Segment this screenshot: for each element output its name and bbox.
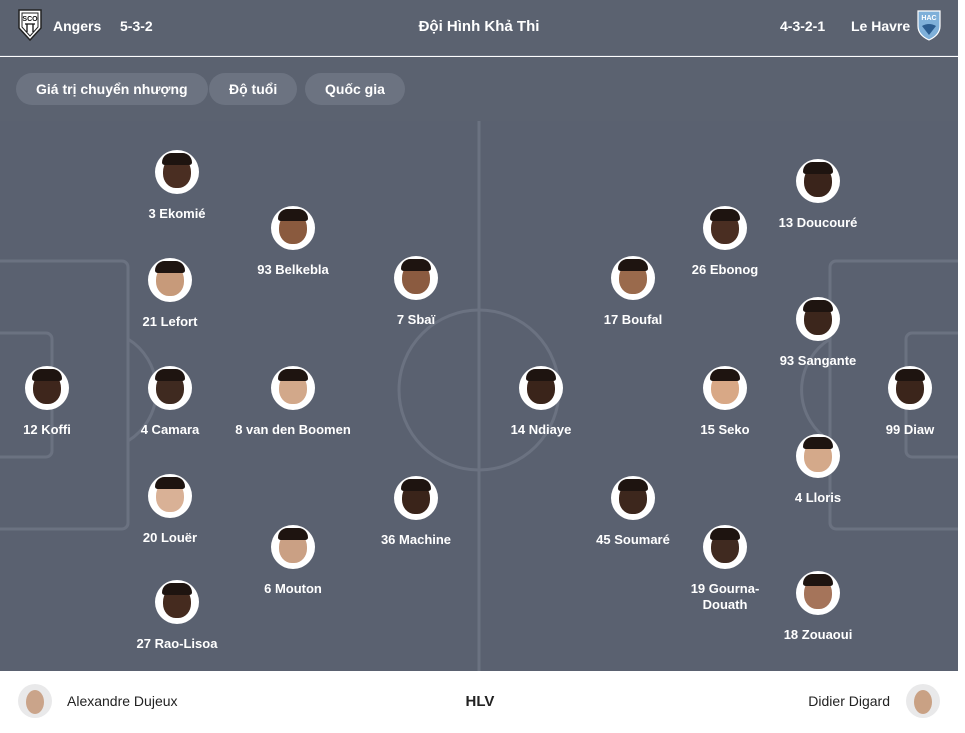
player-name[interactable]: 18 Zouaoui: [783, 627, 853, 642]
player-avatar[interactable]: [611, 256, 655, 300]
coaches-footer: Alexandre Dujeux HLV Didier Digard: [0, 671, 958, 733]
away-formation: 4-3-2-1: [780, 18, 826, 34]
le-havre-crest-icon: HAC: [915, 8, 943, 42]
player-name[interactable]: 26 Ebonog: [691, 262, 759, 277]
player-name[interactable]: 36 Machine: [380, 532, 452, 547]
player-avatar[interactable]: [148, 366, 192, 410]
filter-bar: Giá trị chuyển nhượng Độ tuổi Quốc gia: [0, 57, 958, 121]
home-player-6[interactable]: 4 Camara: [90, 366, 250, 446]
player-avatar[interactable]: [703, 366, 747, 410]
away-player-8[interactable]: 4 Lloris: [738, 434, 898, 514]
player-avatar[interactable]: [888, 366, 932, 410]
player-avatar[interactable]: [271, 366, 315, 410]
lineup-header: SCO Angers 5-3-2 Đội Hình Khả Thi 4-3-2-…: [0, 0, 958, 56]
away-player-10[interactable]: 19 Gourna-Douath: [645, 525, 805, 612]
home-player-11[interactable]: 27 Rao-Lisoa: [97, 580, 257, 660]
player-avatar[interactable]: [796, 434, 840, 478]
player-avatar[interactable]: [519, 366, 563, 410]
away-team-name[interactable]: Le Havre: [851, 18, 911, 34]
home-player-2[interactable]: 93 Belkebla: [213, 206, 373, 286]
player-name[interactable]: 17 Boufal: [603, 312, 663, 327]
pitch: 3 Ekomié 93 Belkebla 21 Lefort 7 Sbaï 12 Kof…: [0, 121, 958, 671]
player-avatar[interactable]: [155, 150, 199, 194]
player-name[interactable]: 45 Soumaré: [596, 532, 670, 547]
coach-label: HLV: [465, 693, 495, 710]
player-avatar[interactable]: [148, 474, 192, 518]
filter-market-value-button[interactable]: Giá trị chuyển nhượng: [16, 73, 208, 105]
player-avatar[interactable]: [703, 525, 747, 569]
player-name[interactable]: 8 van den Boomen: [235, 422, 351, 437]
home-player-3[interactable]: 21 Lefort: [90, 258, 250, 338]
player-avatar[interactable]: [796, 571, 840, 615]
filter-nationality-button[interactable]: Quốc gia: [305, 73, 405, 105]
away-coach-avatar[interactable]: [906, 684, 940, 718]
player-name[interactable]: 93 Sangante: [779, 353, 857, 368]
away-player-9[interactable]: 45 Soumaré: [553, 476, 713, 556]
player-avatar[interactable]: [394, 256, 438, 300]
home-player-4[interactable]: 7 Sbaï: [336, 256, 496, 336]
home-formation: 5-3-2: [120, 18, 153, 34]
player-name[interactable]: 27 Rao-Lisoa: [136, 636, 218, 651]
home-team-name[interactable]: Angers: [53, 18, 102, 34]
player-name[interactable]: 7 Sbaï: [396, 312, 436, 327]
player-name[interactable]: 15 Seko: [700, 422, 750, 437]
home-player-7[interactable]: 8 van den Boomen: [213, 366, 373, 446]
home-player-1[interactable]: 3 Ekomié: [97, 150, 257, 230]
player-name[interactable]: 19 Gourna-Douath: [690, 581, 760, 612]
player-avatar[interactable]: [271, 206, 315, 250]
player-name[interactable]: 20 Louër: [142, 530, 198, 545]
player-name[interactable]: 93 Belkebla: [257, 262, 329, 277]
le-havre-crest-text: HAC: [921, 15, 936, 22]
away-player-5[interactable]: 14 Ndiaye: [461, 366, 621, 446]
angers-crest-icon: SCO: [16, 8, 44, 42]
player-name[interactable]: 12 Koffi: [23, 422, 71, 437]
player-avatar[interactable]: [611, 476, 655, 520]
player-name[interactable]: 3 Ekomié: [148, 206, 206, 221]
away-player-11[interactable]: 18 Zouaoui: [738, 571, 898, 651]
player-name[interactable]: 4 Lloris: [794, 490, 842, 505]
player-avatar[interactable]: [148, 258, 192, 302]
player-name[interactable]: 99 Diaw: [885, 422, 935, 437]
player-name[interactable]: 4 Camara: [140, 422, 200, 437]
player-avatar[interactable]: [271, 525, 315, 569]
player-avatar[interactable]: [703, 206, 747, 250]
away-player-2[interactable]: 26 Ebonog: [645, 206, 805, 286]
away-coach-name[interactable]: Didier Digard: [808, 693, 890, 709]
player-avatar[interactable]: [796, 297, 840, 341]
away-player-7[interactable]: 99 Diaw: [830, 366, 958, 446]
home-player-8[interactable]: 20 Louër: [90, 474, 250, 554]
player-name[interactable]: 14 Ndiaye: [510, 422, 572, 437]
away-player-6[interactable]: 15 Seko: [645, 366, 805, 446]
away-player-1[interactable]: 13 Doucouré: [738, 159, 898, 239]
home-player-5[interactable]: 12 Koffi: [0, 366, 127, 446]
player-avatar[interactable]: [155, 580, 199, 624]
player-name[interactable]: 13 Doucouré: [778, 215, 858, 230]
lineup-title: Đội Hình Khả Thi: [418, 18, 540, 35]
home-coach-avatar[interactable]: [18, 684, 52, 718]
player-name[interactable]: 21 Lefort: [142, 314, 198, 329]
away-player-4[interactable]: 93 Sangante: [738, 297, 898, 377]
angers-crest-text: SCO: [22, 16, 38, 23]
home-player-9[interactable]: 36 Machine: [336, 476, 496, 556]
player-avatar[interactable]: [25, 366, 69, 410]
player-avatar[interactable]: [796, 159, 840, 203]
filter-age-button[interactable]: Độ tuổi: [209, 73, 298, 105]
away-player-3[interactable]: 17 Boufal: [553, 256, 713, 336]
home-coach-name[interactable]: Alexandre Dujeux: [67, 693, 178, 709]
player-avatar[interactable]: [394, 476, 438, 520]
home-player-10[interactable]: 6 Mouton: [213, 525, 373, 605]
player-name[interactable]: 6 Mouton: [264, 581, 322, 596]
